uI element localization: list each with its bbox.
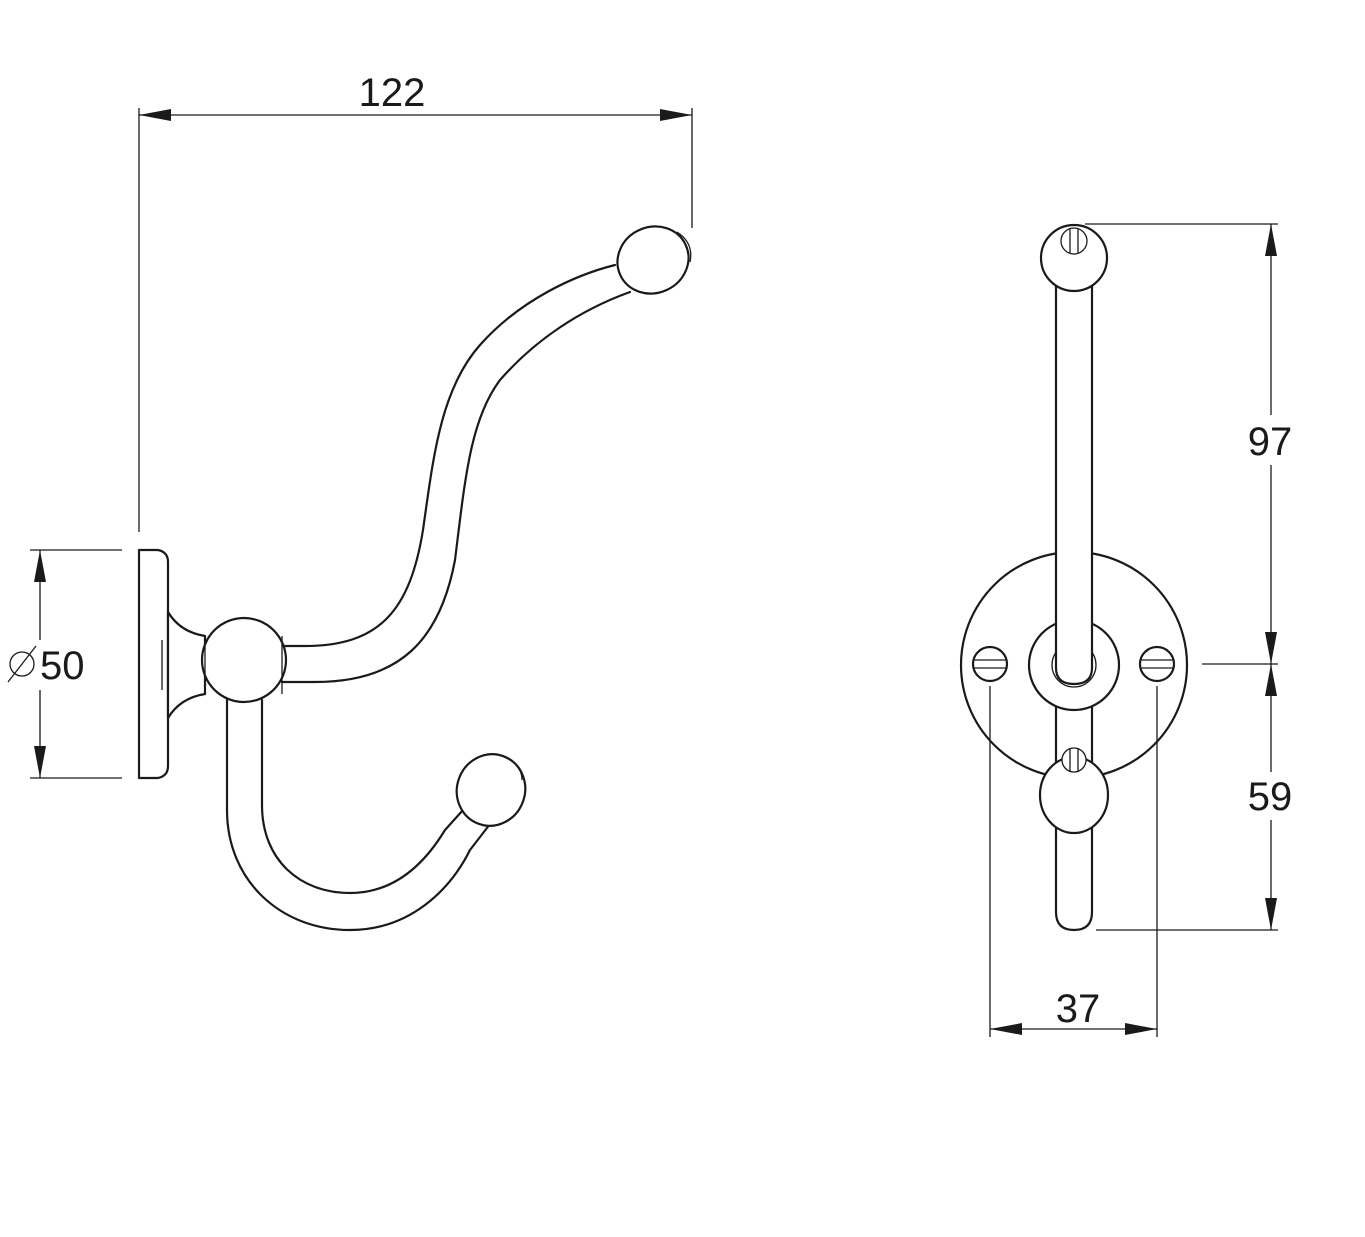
dim-lower-height: 59 bbox=[1096, 664, 1293, 931]
side-view bbox=[137, 225, 692, 932]
dim-overall-width: 122 bbox=[138, 71, 693, 532]
side-wall-plate bbox=[137, 548, 170, 780]
dim-screw-spacing: 37 bbox=[989, 686, 1158, 1037]
lower-hook-knob bbox=[455, 753, 527, 827]
left-screw bbox=[971, 645, 1009, 683]
dim-base-diameter-label: 50 bbox=[40, 644, 85, 688]
dim-base-diameter: 50 bbox=[7, 549, 122, 779]
diameter-symbol-icon bbox=[7, 645, 37, 683]
dim-screw-spacing-label: 37 bbox=[1056, 987, 1101, 1031]
lower-hook-arm bbox=[225, 698, 492, 932]
side-central-ball bbox=[200, 616, 288, 704]
right-screw bbox=[1138, 645, 1176, 683]
front-upper-hook-stem bbox=[1054, 268, 1094, 686]
side-collar bbox=[166, 610, 207, 720]
front-view bbox=[959, 223, 1189, 932]
dim-lower-height-label: 59 bbox=[1248, 775, 1293, 819]
upper-hook-arm bbox=[280, 263, 617, 648]
dim-overall-width-label: 122 bbox=[359, 71, 426, 115]
front-upper-knob bbox=[1039, 223, 1109, 293]
upper-hook-knob bbox=[616, 225, 690, 295]
dim-upper-height-label: 97 bbox=[1248, 420, 1293, 464]
dim-upper-height: 97 bbox=[1085, 223, 1293, 665]
